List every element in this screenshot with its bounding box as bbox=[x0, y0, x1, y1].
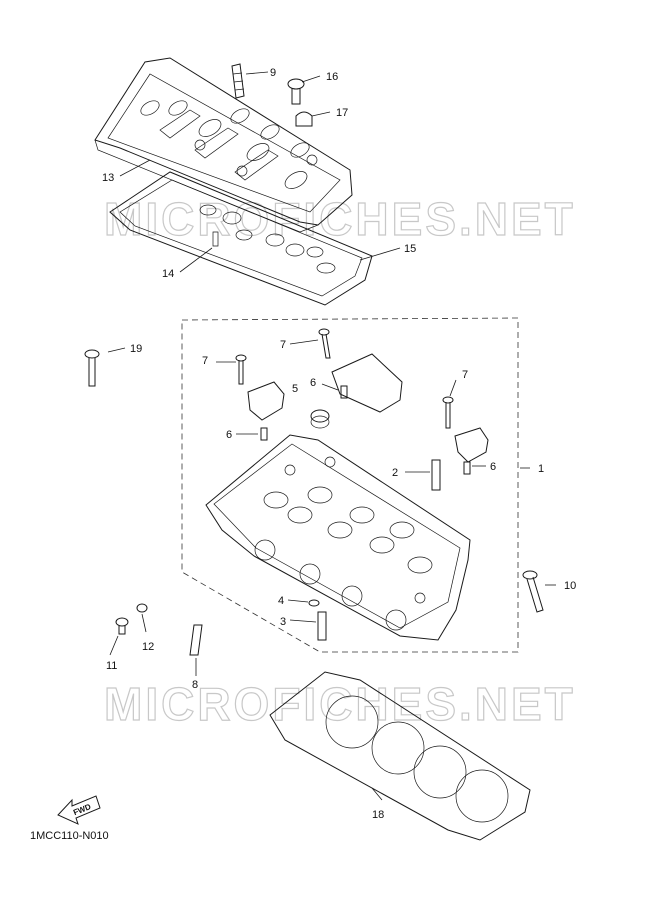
callout-4: 4 bbox=[278, 595, 284, 607]
callout-6-center: 6 bbox=[310, 377, 316, 389]
callout-10: 10 bbox=[564, 580, 576, 592]
callout-11: 11 bbox=[106, 660, 117, 672]
assembly-box bbox=[181, 317, 519, 653]
stud-8 bbox=[189, 624, 203, 656]
cap-bolt-left bbox=[235, 354, 247, 385]
callout-6-left: 6 bbox=[226, 429, 232, 441]
callout-1: 1 bbox=[538, 463, 544, 475]
dowel-pin-right bbox=[463, 461, 471, 475]
diagram-code: 1MCC110-N010 bbox=[30, 830, 109, 842]
callout-17: 17 bbox=[336, 107, 348, 119]
callout-7-right: 7 bbox=[462, 369, 468, 381]
camshaft-cap-center bbox=[331, 353, 403, 413]
callout-5: 5 bbox=[292, 383, 298, 395]
spark-plug bbox=[231, 63, 245, 99]
plug-hole-gasket bbox=[199, 204, 336, 274]
watermark-top: MICROFICHES.NET bbox=[104, 193, 576, 245]
cap-bolt-right bbox=[442, 396, 454, 429]
cap-bolt-center bbox=[318, 328, 331, 359]
dowel-pin-center bbox=[340, 385, 348, 399]
callout-12: 12 bbox=[142, 641, 154, 653]
bolt-11 bbox=[115, 617, 129, 635]
cylinder-head bbox=[205, 434, 471, 641]
callout-19: 19 bbox=[130, 343, 142, 355]
fwd-arrow-icon: FWD bbox=[57, 795, 101, 825]
head-bolt-10 bbox=[522, 570, 544, 613]
callout-2: 2 bbox=[392, 467, 398, 479]
head-gasket bbox=[269, 671, 531, 841]
camshaft-cap-left bbox=[247, 381, 285, 421]
callout-7-left: 7 bbox=[202, 355, 208, 367]
head-bolt-19 bbox=[84, 349, 100, 387]
stud-bolt-3 bbox=[317, 611, 327, 641]
callout-3: 3 bbox=[280, 616, 286, 628]
oil-seal bbox=[310, 409, 330, 429]
callout-13: 13 bbox=[102, 172, 114, 184]
callout-18: 18 bbox=[372, 809, 384, 821]
leader-lines bbox=[107, 71, 556, 801]
callout-16: 16 bbox=[326, 71, 338, 83]
washer-12 bbox=[136, 603, 148, 613]
callout-9: 9 bbox=[270, 67, 276, 79]
callout-15: 15 bbox=[404, 243, 416, 255]
stud-bolt-2 bbox=[431, 459, 441, 491]
washer-4 bbox=[308, 599, 320, 607]
cover-gasket bbox=[109, 171, 373, 306]
cover-grommet bbox=[295, 111, 313, 127]
callout-14: 14 bbox=[162, 268, 174, 280]
cover-bolt bbox=[287, 78, 305, 105]
dowel-pin-left bbox=[260, 427, 268, 441]
callout-8: 8 bbox=[192, 679, 198, 691]
cylinder-head-cover bbox=[94, 57, 353, 233]
callout-6-right: 6 bbox=[490, 461, 496, 473]
camshaft-cap-right bbox=[454, 427, 489, 463]
callout-7-center: 7 bbox=[280, 339, 286, 351]
watermark-bottom: MICROFICHES.NET bbox=[104, 678, 576, 730]
